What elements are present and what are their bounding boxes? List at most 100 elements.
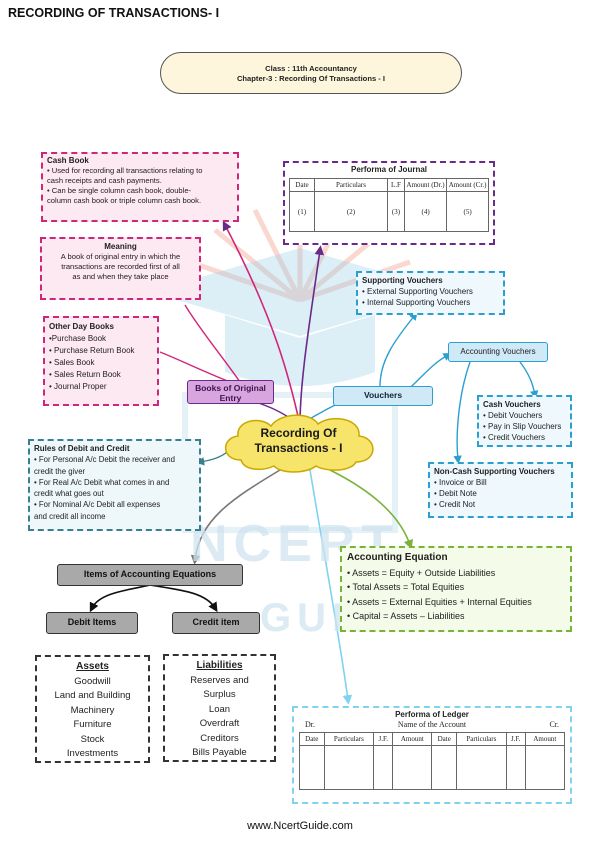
journal-header: Amount (Cr.) bbox=[446, 178, 489, 192]
ledger-header: Particulars bbox=[455, 732, 507, 746]
rules-line: • For Nominal A/c Debit all expenses bbox=[34, 500, 161, 510]
cash-book-title: Cash Book bbox=[47, 156, 89, 165]
equation-line: • Total Assets = Total Equities bbox=[347, 582, 465, 592]
list-item: • Purchase Return Book bbox=[49, 346, 135, 355]
accounting-equation-title: Accounting Equation bbox=[347, 552, 448, 563]
chapter-line: Chapter-3 : Recording Of Transactions - … bbox=[236, 74, 386, 83]
list-item: Reserves and bbox=[190, 674, 249, 686]
rules-line: • For Personal A/c Debit the receiver an… bbox=[34, 455, 175, 465]
ledger-header: Amount bbox=[524, 732, 566, 746]
meaning-line: A book of original entry in which the bbox=[60, 252, 181, 261]
list-item: Investments bbox=[66, 748, 119, 759]
equation-line: • Assets = External Equities + Internal … bbox=[347, 596, 532, 607]
rules-box: Rules of Debit and Credit • For Personal… bbox=[28, 439, 201, 531]
rules-line: • For Real A/c Debit what comes in and bbox=[34, 477, 170, 487]
ledger-header: Amount bbox=[392, 732, 433, 746]
items-node: Items of Accounting Equations bbox=[57, 564, 243, 586]
list-item: • Invoice or Bill bbox=[434, 478, 487, 487]
meaning-box: Meaning A book of original entry in whic… bbox=[40, 237, 201, 300]
journal-cell: (5) bbox=[446, 191, 489, 232]
cloud-shape bbox=[224, 414, 374, 473]
journal-header: Date bbox=[289, 178, 315, 192]
arrow-to-otherbooks bbox=[159, 351, 231, 383]
list-item: • Sales Return Book bbox=[49, 370, 121, 379]
equation-line: • Assets = Equity + Outside Liabilities bbox=[347, 567, 496, 578]
assets-box: Assets Goodwill Land and Building Machin… bbox=[35, 655, 150, 763]
journal-title: Performa of Journal bbox=[350, 165, 427, 174]
center-title-line: Recording Of bbox=[260, 426, 337, 440]
list-item: • Internal Supporting Vouchers bbox=[362, 298, 471, 307]
center-node: Recording Of Transactions - I bbox=[216, 410, 381, 474]
arrow-to-debit bbox=[89, 584, 151, 613]
books-of-original-entry-node: Books of Original Entry bbox=[187, 380, 274, 404]
ledger-subheader: Dr. Name of the Account Cr. bbox=[299, 720, 565, 732]
arrow-to-noncash bbox=[453, 361, 471, 465]
arrow-to-items bbox=[190, 469, 281, 565]
liabilities-title: Liabilities bbox=[196, 660, 243, 671]
liabilities-box: Liabilities Reserves and Surplus Loan Ov… bbox=[163, 654, 276, 762]
class-info-box: Class : 11th Accountancy Chapter-3 : Rec… bbox=[160, 52, 462, 94]
journal-header: Amount (Dr.) bbox=[403, 178, 448, 192]
journal-cell: (2) bbox=[314, 191, 388, 232]
table-header-row: Date Particulars J.F. Amount Date Partic… bbox=[299, 732, 566, 746]
arrow-to-cashvouchers bbox=[519, 361, 539, 400]
list-item: • External Supporting Vouchers bbox=[362, 287, 473, 296]
arrow-to-supporting bbox=[379, 311, 418, 387]
other-day-books-title: Other Day Books bbox=[49, 322, 114, 331]
list-item: Furniture bbox=[73, 719, 112, 730]
ledger-account-name: Name of the Account bbox=[397, 720, 467, 729]
list-item: • Credit Not bbox=[434, 500, 476, 509]
assets-title: Assets bbox=[76, 661, 109, 672]
cash-book-box: Cash Book • Used for recording all trans… bbox=[41, 152, 239, 222]
supporting-vouchers-title: Supporting Vouchers bbox=[362, 276, 443, 285]
journal-header: L.F bbox=[387, 178, 405, 192]
arrow-to-cashbook bbox=[222, 220, 301, 426]
vouchers-node: Vouchers bbox=[333, 386, 433, 406]
journal-cell: (4) bbox=[403, 191, 448, 232]
rules-title: Rules of Debit and Credit bbox=[34, 444, 130, 453]
list-item: • Pay in Slip Vouchers bbox=[483, 422, 562, 431]
supporting-vouchers-box: Supporting Vouchers • External Supportin… bbox=[356, 271, 505, 315]
arrow-to-meaning bbox=[184, 304, 241, 383]
equation-line: • Capital = Assets – Liabilities bbox=[347, 611, 465, 621]
journal-cell: (3) bbox=[387, 191, 405, 232]
list-item: Goodwill bbox=[74, 675, 111, 687]
ledger-cr-label: Cr. bbox=[549, 720, 559, 729]
list-item: Overdraft bbox=[199, 718, 240, 729]
cash-vouchers-title: Cash Vouchers bbox=[483, 400, 541, 409]
cash-book-line: cash receipts and cash payments. bbox=[47, 176, 162, 185]
credit-item-node: Credit item bbox=[172, 612, 260, 634]
cash-vouchers-box: Cash Vouchers • Debit Vouchers • Pay in … bbox=[477, 395, 572, 447]
meaning-title: Meaning bbox=[104, 242, 137, 251]
cash-book-line: • Can be single column cash book, double… bbox=[47, 186, 192, 195]
cash-book-line: • Used for recording all transactions re… bbox=[47, 166, 203, 175]
list-item: • Journal Proper bbox=[49, 382, 107, 391]
ledger-dr-label: Dr. bbox=[305, 720, 315, 729]
debit-items-node: Debit Items bbox=[46, 612, 138, 634]
ledger-header: J.F. bbox=[505, 732, 526, 746]
list-item: Loan bbox=[208, 703, 231, 715]
list-item: • Debit Vouchers bbox=[483, 411, 543, 420]
ledger-title: Performa of Ledger bbox=[395, 710, 469, 719]
journal-cell: (1) bbox=[289, 191, 315, 232]
ledger-header: Date bbox=[299, 732, 325, 746]
ledger-header: J.F. bbox=[373, 732, 394, 746]
list-item: • Sales Book bbox=[49, 358, 95, 367]
noncash-vouchers-box: Non-Cash Supporting Vouchers • Invoice o… bbox=[428, 462, 573, 518]
class-line: Class : 11th Accountancy bbox=[265, 64, 357, 73]
books-node-line: Books of Original bbox=[195, 383, 266, 393]
table-row bbox=[299, 745, 566, 790]
arrow-to-journal bbox=[299, 245, 325, 426]
center-title-line: Transactions - I bbox=[254, 441, 343, 455]
arrow-to-credit bbox=[149, 584, 218, 613]
journal-header: Particulars bbox=[314, 178, 388, 192]
footer-url[interactable]: www.NcertGuide.com bbox=[247, 820, 353, 832]
books-node-line: Entry bbox=[219, 393, 242, 403]
list-item: Bills Payable bbox=[192, 747, 247, 758]
list-item: Machinery bbox=[70, 704, 115, 716]
ledger-performa-box: Performa of Ledger Dr. Name of the Accou… bbox=[292, 706, 572, 804]
arrow-to-ledger bbox=[309, 469, 353, 705]
noncash-vouchers-title: Non-Cash Supporting Vouchers bbox=[434, 467, 555, 476]
list-item: Creditors bbox=[200, 732, 239, 744]
